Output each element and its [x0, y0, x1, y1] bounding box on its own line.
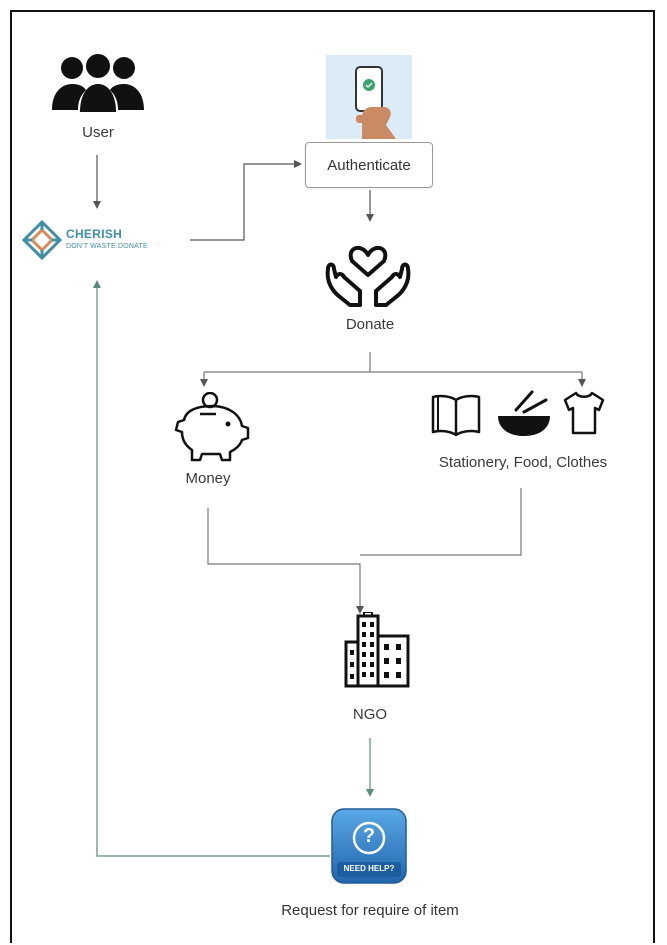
phone-in-hand-icon	[326, 55, 412, 139]
book-icon	[431, 394, 481, 436]
money-label: Money	[185, 470, 231, 487]
hands-heart-icon	[325, 245, 411, 307]
tshirt-icon	[563, 391, 605, 435]
piggy-bank-icon	[174, 392, 250, 462]
logo-tagline: DON'T WASTE.DONATE	[66, 243, 148, 250]
need-help-badge-text: NEED HELP?	[343, 864, 395, 873]
connector-goods-to-ngo	[360, 488, 522, 556]
authenticate-box: Authenticate	[305, 142, 433, 188]
goods-label: Stationery, Food, Clothes	[438, 454, 608, 471]
user-label: User	[82, 124, 114, 141]
authenticate-label: Authenticate	[327, 156, 411, 174]
cherish-logo-icon	[21, 219, 63, 261]
ngo-label: NGO	[352, 706, 388, 723]
connector-logo-to-authenticate	[190, 160, 302, 241]
buildings-icon	[344, 612, 410, 688]
need-help-symbol: ?	[362, 825, 376, 847]
connector-request-to-logo	[93, 280, 330, 857]
donate-label: Donate	[345, 316, 395, 333]
users-group-icon	[52, 54, 144, 112]
connector-money-to-ngo	[207, 508, 364, 614]
connector-donate-split	[204, 352, 582, 373]
logo-title: CHERISH	[66, 227, 123, 241]
need-help-icon	[331, 808, 407, 884]
food-bowl-icon	[498, 390, 550, 436]
request-label: Request for require of item	[281, 902, 459, 919]
